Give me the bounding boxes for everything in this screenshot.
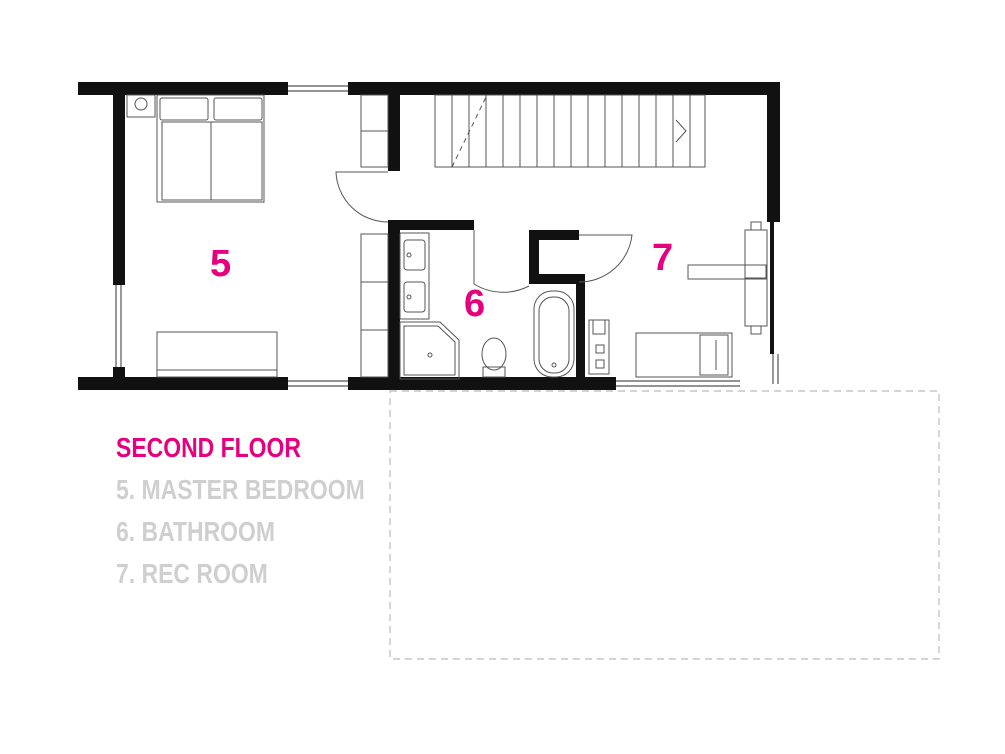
bathroom-fixtures xyxy=(399,232,575,380)
legend-item-bathroom: 6. BATHROOM xyxy=(116,516,276,547)
room-number-7: 7 xyxy=(652,237,673,279)
lower-floor-outline xyxy=(389,390,940,660)
room-number-5: 5 xyxy=(210,243,231,285)
interior-walls xyxy=(388,95,585,382)
exterior-walls xyxy=(78,82,780,390)
windows xyxy=(115,85,779,387)
staircase xyxy=(434,94,706,168)
bed xyxy=(126,94,265,203)
floor-legend: SECOND FLOOR 5. MASTER BEDROOM 6. BATHRO… xyxy=(116,434,419,602)
closets xyxy=(360,94,389,378)
room-number-6: 6 xyxy=(464,283,485,325)
legend-item-master-bedroom: 5. MASTER BEDROOM xyxy=(116,474,365,505)
legend-title: SECOND FLOOR xyxy=(116,432,301,463)
legend-item-rec-room: 7. REC ROOM xyxy=(116,558,268,589)
doors xyxy=(335,171,633,293)
rec-room-equipment xyxy=(588,221,768,378)
bedroom-bench xyxy=(156,331,278,378)
